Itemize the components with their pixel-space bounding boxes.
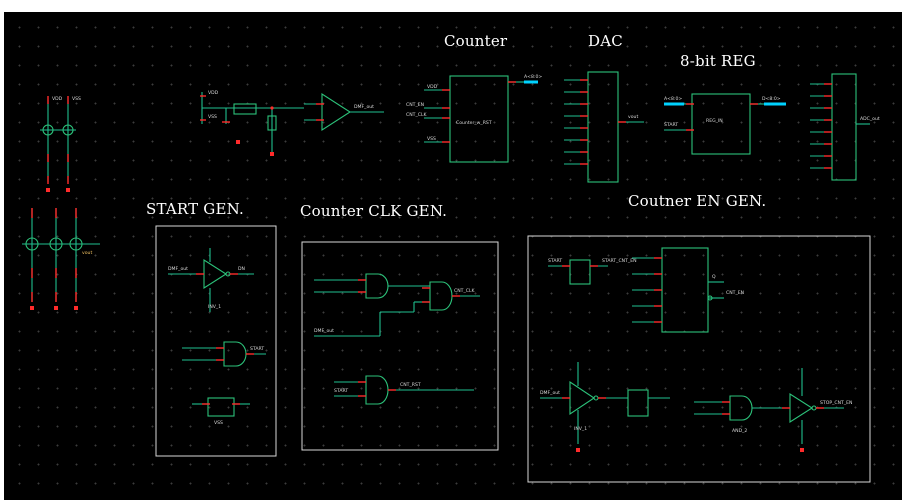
title-start-gen: START GEN.: [146, 200, 244, 218]
svg-text:STOP_CNT_EN: STOP_CNT_EN: [820, 400, 853, 406]
svg-text:START: START: [334, 388, 348, 394]
output-block[interactable]: ADC_out: [810, 73, 880, 181]
svg-text:DMF_out: DMF_out: [168, 266, 188, 272]
reg-block[interactable]: A<8:0> START D<8:0> REG_IN: [664, 93, 786, 155]
svg-text:REG_IN: REG_IN: [706, 118, 723, 124]
title-counter-en-gen: Coutner EN GEN.: [628, 192, 767, 210]
svg-text:D<8:0>: D<8:0>: [762, 96, 781, 102]
svg-text:A<8:0>: A<8:0>: [664, 96, 682, 102]
schematic-canvas[interactable]: VDD VSS vout: [4, 12, 902, 500]
svg-text:vout: vout: [628, 114, 638, 120]
title-8bit-reg: 8-bit REG: [680, 52, 756, 70]
svg-text:AND_2: AND_2: [732, 428, 747, 434]
svg-text:CNT_CLK: CNT_CLK: [454, 288, 476, 294]
svg-text:vout: vout: [82, 250, 92, 256]
title-dac: DAC: [588, 32, 623, 50]
svg-text:VSS: VSS: [208, 114, 217, 120]
svg-text:DMF_out: DMF_out: [540, 390, 560, 396]
svg-text:CNT_EN: CNT_EN: [406, 102, 424, 108]
svg-text:Q: Q: [712, 274, 716, 280]
svg-text:START_CNT_EN: START_CNT_EN: [602, 258, 637, 264]
svg-text:DN: DN: [238, 266, 245, 272]
svg-text:CNT_RST: CNT_RST: [400, 382, 421, 388]
svg-text:START: START: [548, 258, 562, 264]
svg-text:VDD: VDD: [427, 84, 438, 90]
schematic-drawing: VDD VSS vout: [22, 71, 880, 483]
svg-text:CNT_CLK: CNT_CLK: [406, 112, 428, 118]
svg-text:START: START: [250, 346, 264, 352]
svg-text:A<8:0>: A<8:0>: [524, 74, 542, 80]
start-gen-frame: [155, 225, 277, 457]
source-bank-top[interactable]: VDD VSS: [40, 96, 81, 184]
counter-block[interactable]: VDD CNT_EN CNT_CLK VSS Counter_w_RST A<8…: [406, 74, 542, 163]
svg-text:Counter_w_RST: Counter_w_RST: [456, 120, 492, 126]
svg-text:DMF_out: DMF_out: [354, 104, 374, 110]
svg-text:INV_1: INV_1: [208, 304, 221, 310]
start-gen-circuit[interactable]: DMF_out DN INV_1 START VSS: [168, 248, 266, 426]
counter-en-gen-frame: [527, 235, 871, 483]
counter-en-gen-circuit[interactable]: START START_CNT_EN Q CNT_EN DMF_out INV_…: [540, 247, 853, 444]
svg-text:VDD: VDD: [208, 90, 219, 96]
title-counter-clk-gen: Counter CLK GEN.: [300, 202, 448, 220]
dac-block[interactable]: vout: [564, 71, 644, 183]
ground-marks: [30, 140, 804, 452]
input-stage[interactable]: VDD VSS DMF_out: [200, 90, 384, 152]
svg-text:VDD: VDD: [52, 96, 63, 102]
svg-text:CNT_EN: CNT_EN: [726, 290, 744, 296]
svg-text:VSS: VSS: [72, 96, 81, 102]
svg-text:INV_1: INV_1: [574, 426, 587, 432]
svg-text:ADC_out: ADC_out: [860, 116, 880, 122]
svg-text:VSS: VSS: [427, 136, 436, 142]
source-bank-bottom[interactable]: vout: [22, 208, 100, 302]
svg-text:START: START: [664, 122, 678, 128]
counter-clk-gen-frame: [301, 241, 499, 451]
svg-text:DMF_out: DMF_out: [314, 328, 334, 334]
counter-clk-gen-circuit[interactable]: DMF_out CNT_CLK START CNT_RST: [314, 273, 480, 405]
title-counter: Counter: [444, 32, 508, 50]
svg-text:VSS: VSS: [214, 420, 223, 426]
